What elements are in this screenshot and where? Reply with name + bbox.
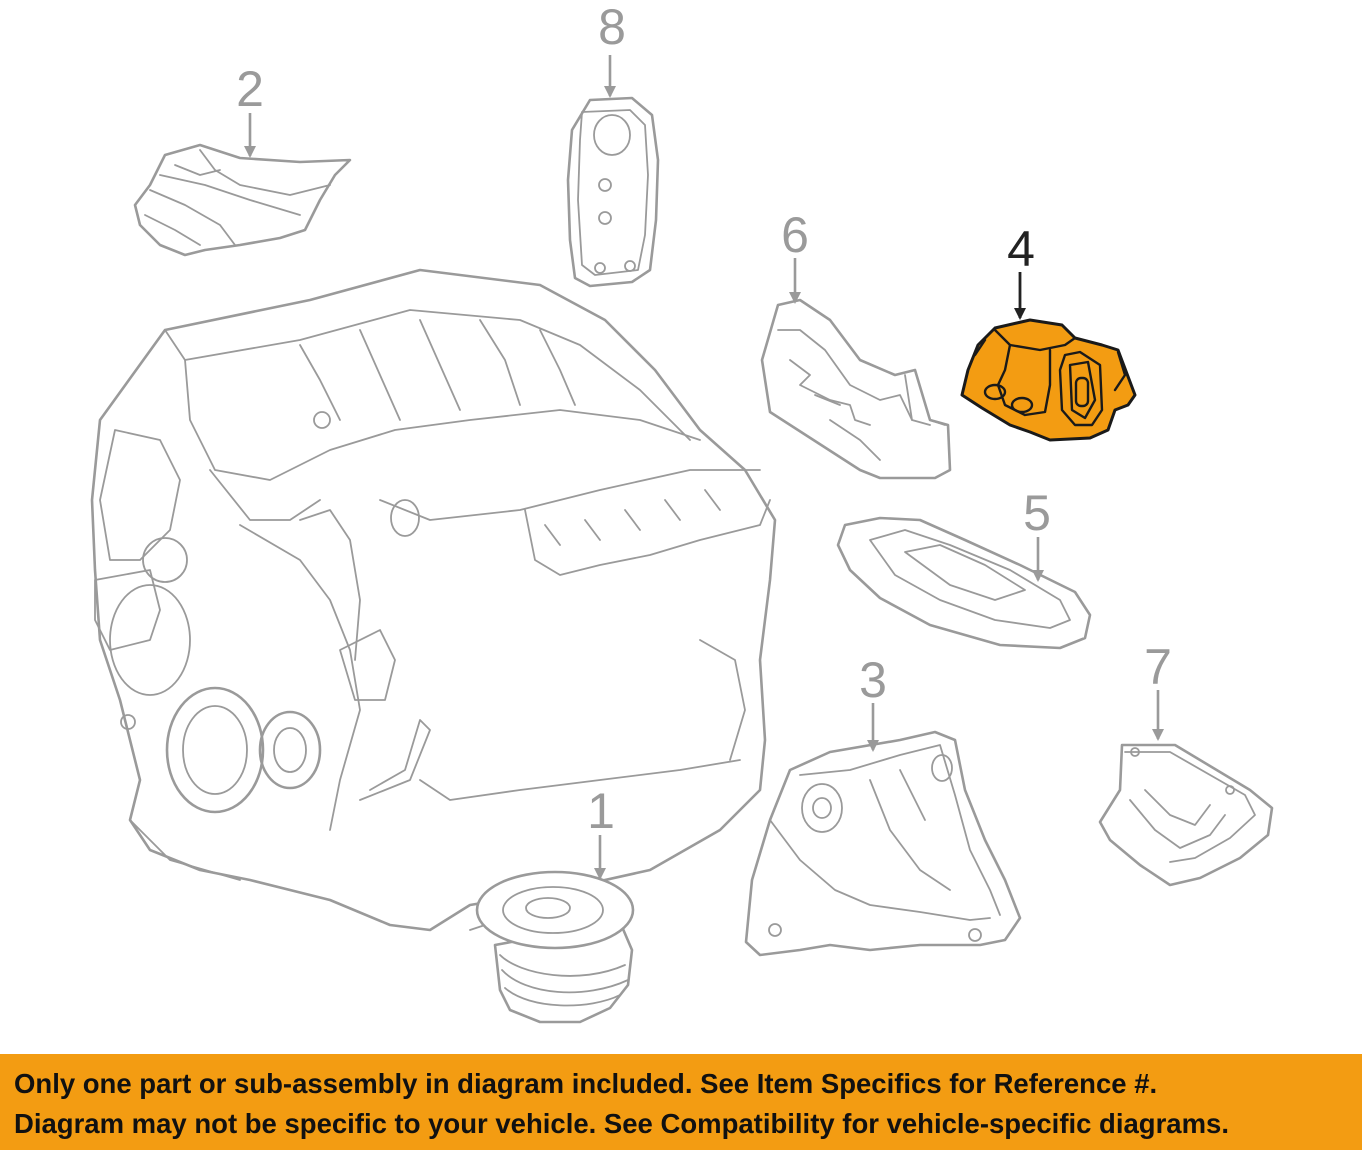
part-1-illustration [475,870,635,1024]
callout-labels: 8 2 6 4 5 7 3 1 [236,0,1172,839]
part-5-illustration [836,516,1092,650]
callout-label-2: 2 [236,61,264,117]
part-6-illustration [760,298,952,480]
parts-diagram: 8 2 6 4 5 7 3 1 [90,0,1274,1024]
callout-label-3: 3 [859,652,887,708]
disclaimer-banner: Only one part or sub-assembly in diagram… [0,1054,1362,1150]
callout-label-8: 8 [598,0,626,55]
part-8-illustration [566,96,660,288]
callout-label-1: 1 [587,783,615,839]
callout-arrows [244,55,1164,880]
callout-label-4: 4 [1007,221,1035,277]
part-2-illustration [133,143,352,257]
part-3-illustration [744,730,1022,957]
part-7-illustration [1098,743,1274,887]
callout-label-7: 7 [1144,639,1172,695]
engine-block-illustration [90,268,777,932]
disclaimer-line-2: Diagram may not be specific to your vehi… [14,1108,1229,1139]
disclaimer-line-1: Only one part or sub-assembly in diagram… [14,1068,1158,1099]
callout-label-6: 6 [781,207,809,263]
part-4-illustration [960,318,1137,442]
callout-label-5: 5 [1023,485,1051,541]
